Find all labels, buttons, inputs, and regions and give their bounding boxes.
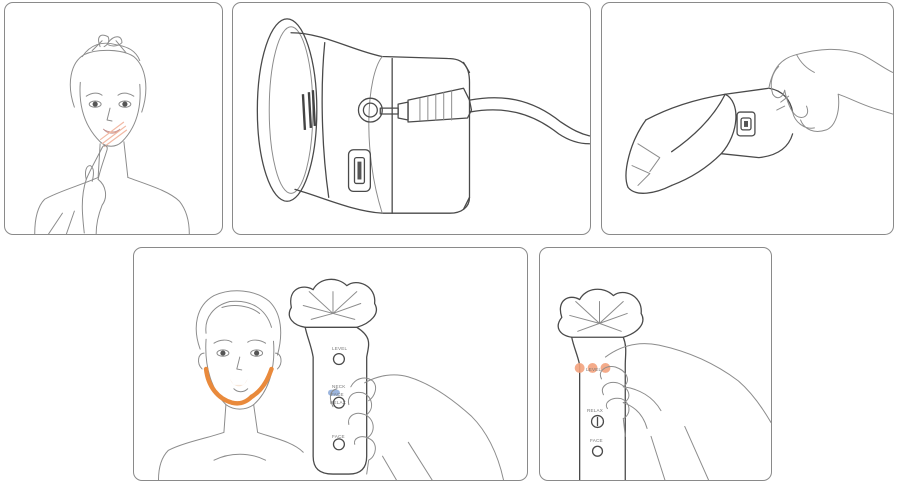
face-contour-and-device-illustration: [134, 248, 527, 480]
face-label: FACE: [332, 434, 345, 439]
face-with-finger-on-chin-illustration: [5, 3, 222, 234]
panel-contour-path: LEVEL NECK FACE RELAX FACE: [133, 247, 528, 481]
mode-highlight-label: FACE: [331, 392, 344, 397]
level-label: LEVEL: [332, 346, 347, 351]
panel-device-buttons: LEVEL RELAX FACE: [539, 247, 772, 481]
level-label: LEVEL: [586, 367, 601, 372]
panel-face-chin-tap: [4, 2, 223, 235]
panel-device-grip: [601, 2, 894, 235]
relax-label: RELAX: [330, 400, 346, 405]
face-label: FACE: [590, 438, 603, 443]
relax-label: RELAX: [587, 408, 603, 413]
device-charging-cable-illustration: [233, 3, 590, 234]
hand-pressing-button-illustration: [540, 248, 771, 480]
neck-label: NECK: [332, 384, 346, 389]
hand-holding-device-illustration: [602, 3, 893, 234]
panel-device-cable-port: [232, 2, 591, 235]
